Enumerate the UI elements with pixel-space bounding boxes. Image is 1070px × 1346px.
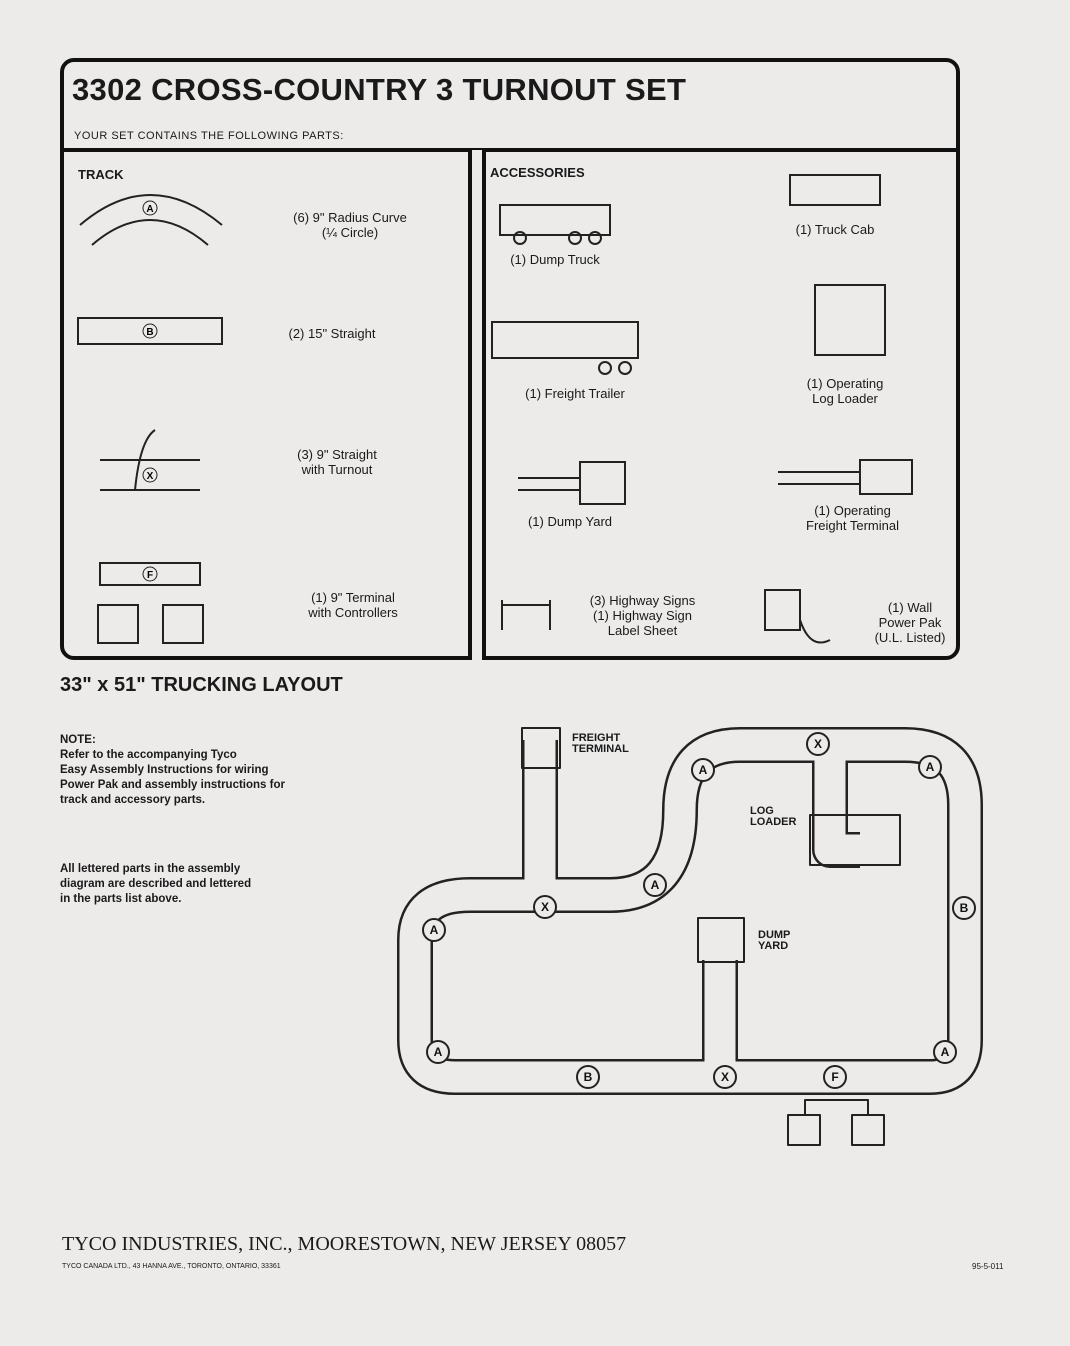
column-divider <box>468 150 486 660</box>
svg-text:X: X <box>541 900 549 914</box>
svg-text:X: X <box>147 471 154 482</box>
dump-truck-icon <box>499 204 611 236</box>
svg-text:F: F <box>831 1070 838 1084</box>
acc-freight-trailer: (1) Freight Trailer <box>525 386 625 401</box>
page-title: 3302 CROSS-COUNTRY 3 TURNOUT SET <box>72 72 687 107</box>
dump-yard-icon <box>579 461 626 505</box>
svg-text:A: A <box>699 763 708 777</box>
track-heading: TRACK <box>78 167 124 182</box>
straight-track-icon <box>77 317 223 345</box>
acc-truck-cab: (1) Truck Cab <box>795 222 875 237</box>
company-address: TYCO INDUSTRIES, INC., MOORESTOWN, NEW J… <box>62 1233 627 1255</box>
svg-text:F: F <box>147 570 153 581</box>
acc-dump-yard: (1) Dump Yard <box>527 514 613 529</box>
svg-text:X: X <box>814 737 822 751</box>
divider <box>62 148 958 152</box>
accessories-heading: ACCESSORIES <box>490 165 585 180</box>
svg-text:A: A <box>430 923 439 937</box>
controller-icon <box>851 1114 885 1146</box>
layout-title: 33" x 51" TRUCKING LAYOUT <box>60 674 343 696</box>
power-pak-icon <box>764 589 801 631</box>
curve-track-icon <box>79 194 223 246</box>
svg-text:X: X <box>721 1070 729 1084</box>
dump-yard-building <box>697 917 745 963</box>
controller-icon <box>162 604 204 644</box>
svg-text:A: A <box>434 1045 443 1059</box>
acc-dump-truck: (1) Dump Truck <box>510 252 600 267</box>
log-loader-icon <box>814 284 886 356</box>
freight-terminal-building <box>521 727 561 769</box>
svg-text:B: B <box>584 1070 593 1084</box>
svg-text:A: A <box>926 760 935 774</box>
freight-trailer-icon <box>491 321 639 359</box>
controller-icon <box>97 604 139 644</box>
parts-box <box>60 58 960 660</box>
svg-text:A: A <box>651 878 660 892</box>
svg-text:A: A <box>941 1045 950 1059</box>
svg-text:B: B <box>146 327 153 338</box>
turnout-track-icon <box>100 429 200 491</box>
svg-text:A: A <box>146 204 153 215</box>
track-letter-markers: A A X A A X A B A B X F <box>422 732 976 1089</box>
controller-icon <box>787 1114 821 1146</box>
terminal-track-icon <box>99 562 201 586</box>
truck-cab-icon <box>789 174 881 206</box>
document-code: 95-5-011 <box>972 1262 1004 1271</box>
track-label-b: (2) 15" Straight <box>288 326 376 341</box>
canada-address: TYCO CANADA LTD., 43 HANNA AVE., TORONTO… <box>62 1263 281 1270</box>
highway-sign-icon <box>501 600 551 630</box>
log-loader-building <box>809 814 901 866</box>
parts-subtitle: YOUR SET CONTAINS THE FOLLOWING PARTS: <box>74 130 344 142</box>
track-label-a: (6) 9" Radius Curve(¼ Circle) <box>293 210 407 240</box>
freight-terminal-icon <box>859 459 913 495</box>
track-parts-drawings: A B X F <box>77 174 913 644</box>
svg-text:B: B <box>960 901 969 915</box>
